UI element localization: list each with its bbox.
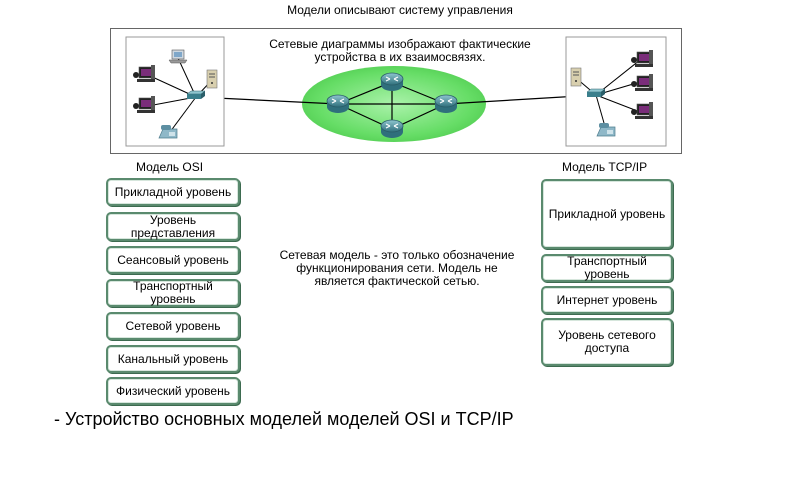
- footer-caption: - Устройство основных моделей моделей OS…: [54, 409, 514, 429]
- network-diagram: [125, 36, 667, 147]
- center-note-line: является фактической сетью.: [314, 274, 480, 288]
- switch-icon: [186, 90, 206, 99]
- tcpip-layer-network-access: Уровень сетевого доступа: [541, 318, 673, 366]
- osi-layer-application: Прикладной уровень: [106, 178, 240, 206]
- tcpip-layer-transport: Транспортный уровень: [541, 254, 673, 282]
- center-note-line: функционирования сети. Модель не: [296, 261, 498, 275]
- switch-icon: [586, 88, 606, 97]
- diagram-title: Модели описывают систему управления: [287, 3, 513, 17]
- osi-model-label: Модель OSI: [136, 160, 204, 174]
- layer-label: Прикладной уровень: [548, 206, 666, 221]
- osi-layer-session: Сеансовый уровень: [106, 246, 240, 274]
- osi-layer-network: Сетевой уровень: [106, 312, 240, 340]
- layer-label: Транспортный уровень: [567, 254, 647, 281]
- network-caption: Сетевые диаграммы изображают фактические…: [260, 38, 540, 64]
- osi-layer-physical: Физический уровень: [106, 377, 240, 405]
- router-icon: [434, 94, 458, 114]
- layer-label: Сетевой уровень: [125, 318, 221, 333]
- osi-layer-data-link: Канальный уровень: [106, 345, 240, 373]
- layer-label: Прикладной уровень: [114, 184, 232, 199]
- server-icon: [206, 69, 218, 89]
- layer-label: Транспортный уровень: [133, 279, 213, 306]
- network-caption-line: Сетевые диаграммы изображают фактические: [269, 37, 531, 51]
- osi-layer-presentation: Уровень представления: [106, 212, 240, 241]
- tcpip-layer-application: Прикладной уровень: [541, 179, 673, 249]
- layer-label: Физический уровень: [116, 383, 230, 398]
- osi-layer-transport: Транспортный уровень: [106, 279, 240, 307]
- server-icon: [570, 67, 582, 87]
- layer-label: Канальный уровень: [117, 351, 229, 366]
- center-note: Сетевая модель - это только обозначение …: [262, 249, 532, 288]
- router-icon: [380, 119, 404, 139]
- layer-label: Сеансовый уровень: [117, 252, 229, 267]
- layer-label: Уровень сетевого доступа: [558, 328, 656, 355]
- center-note-line: Сетевая модель - это только обозначение: [279, 248, 515, 262]
- layer-label: Уровень представления: [130, 212, 216, 240]
- router-icon: [380, 72, 404, 92]
- layer-label: Интернет уровень: [556, 292, 658, 307]
- tcpip-model-label: Модель TCP/IP: [562, 160, 648, 174]
- tcpip-layer-internet: Интернет уровень: [541, 286, 673, 314]
- router-icon: [326, 94, 350, 114]
- network-caption-line: устройства в их взаимосвязях.: [314, 50, 486, 64]
